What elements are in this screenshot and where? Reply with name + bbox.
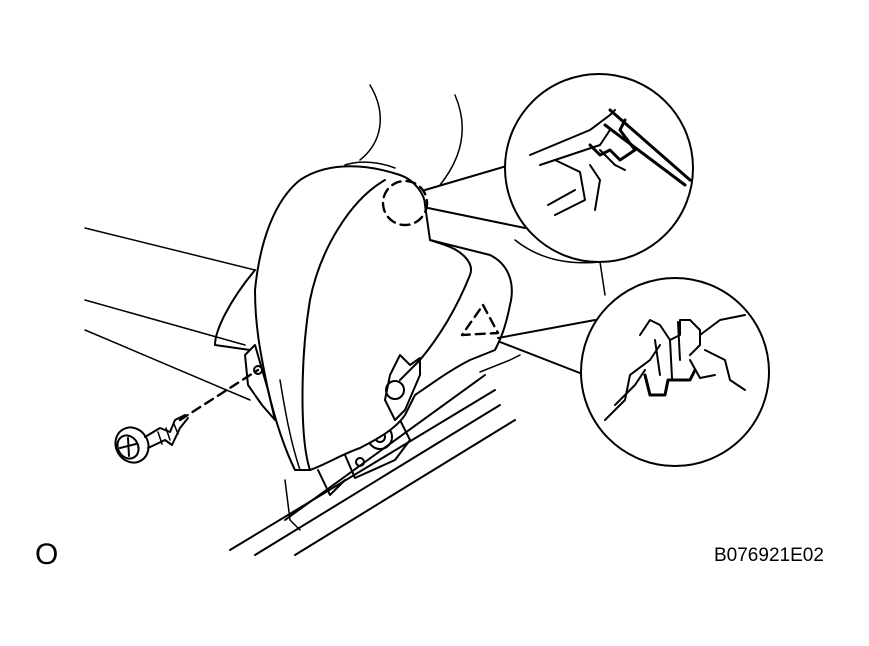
side-flange (244, 344, 276, 421)
view-marker-label: O (35, 538, 59, 571)
reference-code-label: B076921E02 (714, 545, 824, 566)
clip-detail-callout-top (504, 73, 694, 263)
seat-hinge-cover (254, 165, 513, 471)
detail-triangle-marker (460, 303, 500, 337)
detail-circle-marker (381, 179, 429, 227)
seat-cushion-outline (84, 84, 606, 401)
callout-leaders (424, 164, 596, 376)
clip-detail-callout-bottom (580, 277, 770, 467)
screw-insertion-path (178, 368, 260, 422)
screw (114, 414, 189, 464)
